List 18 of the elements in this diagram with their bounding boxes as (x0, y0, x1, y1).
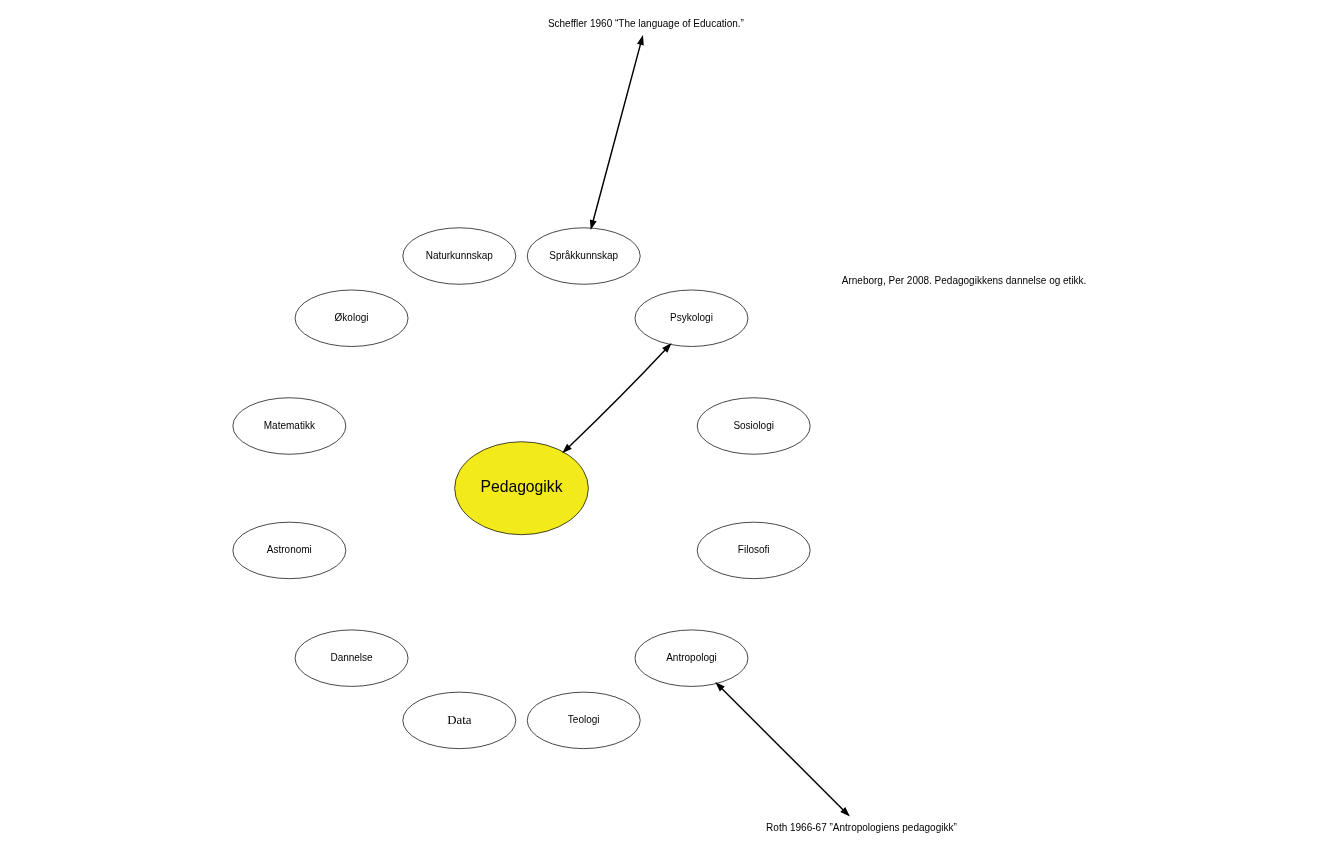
arrow (562, 342, 672, 454)
node-ellipse: Astronomi (232, 521, 347, 579)
node-ellipse: Språkkunnskap (526, 227, 641, 285)
label: Arneborg, Per 2008. Pedagogikkens dannelse og etikk. (841, 274, 1087, 286)
arrow (715, 681, 850, 817)
node-ellipse: Antropologi (634, 629, 749, 687)
node-ellipse: Filosofi (696, 521, 811, 579)
node-ellipse: Data (402, 691, 517, 749)
node-ellipse: Teologi (526, 691, 641, 749)
node-ellipse: Naturkunnskap (402, 227, 517, 285)
node-ellipse: Psykologi (634, 289, 749, 347)
node-text: Scheffler 1960 “The language of Education.” (547, 17, 744, 29)
node-ellipse: Dannelse (294, 629, 409, 687)
arrow (589, 34, 644, 231)
node-ellipse: Matematikk (232, 397, 347, 455)
node-ellipse: Sosiologi (696, 397, 811, 455)
node-ellipse: Økologi (294, 289, 409, 347)
node-text: Roth 1966-67 ”Antropologiens pedagogikk” (766, 821, 957, 833)
